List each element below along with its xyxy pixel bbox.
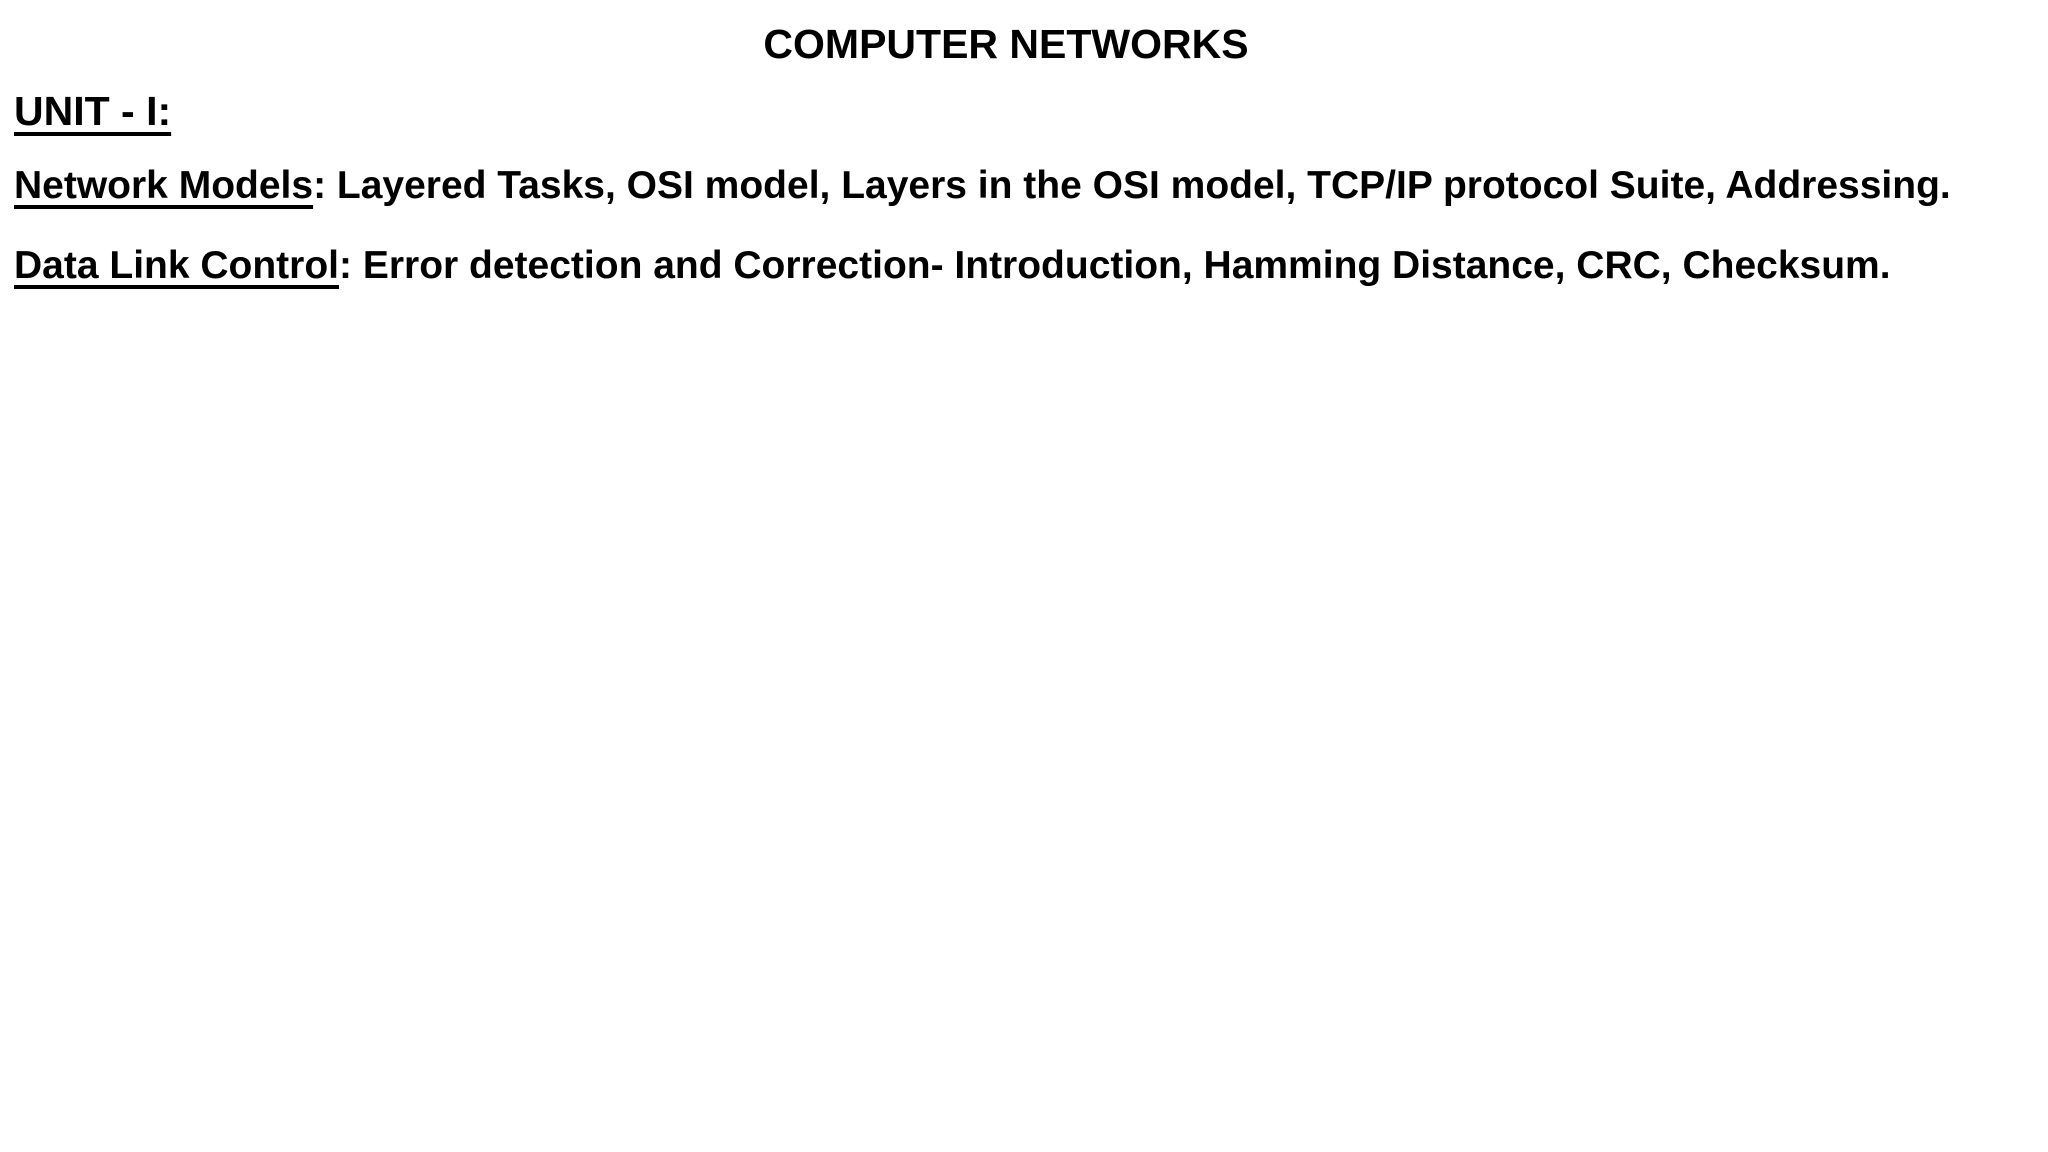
page-title: COMPUTER NETWORKS (763, 21, 1249, 67)
section-network-models: Network Models: Layered Tasks, OSI model… (14, 158, 1998, 213)
section-term-network-models: Network Models (14, 164, 314, 208)
section-term-data-link-control: Data Link Control (14, 243, 340, 287)
unit-heading-text: UNIT - I: (14, 88, 172, 135)
section-body-data-link-control: : Error detection and Correction- Introd… (339, 243, 1891, 287)
unit-heading: UNIT - I: (14, 85, 1998, 138)
section-data-link-control: Data Link Control: Error detection and C… (14, 238, 1998, 293)
section-body-network-models: : Layered Tasks, OSI model, Layers in th… (313, 164, 1951, 208)
